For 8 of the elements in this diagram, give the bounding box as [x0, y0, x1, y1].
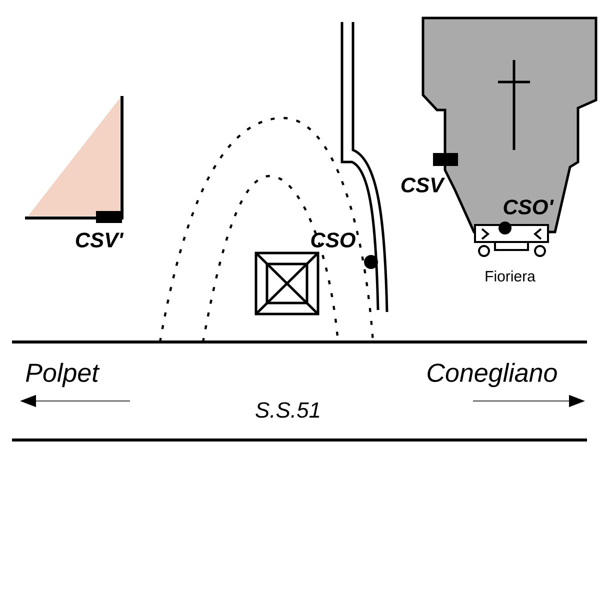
place-label: Conegliano — [428, 362, 557, 388]
place-label: Polpet — [26, 362, 100, 388]
place-label: Fioriera — [486, 270, 536, 282]
place-label: CSV — [401, 178, 446, 192]
place-label: CSV' — [76, 232, 124, 248]
place-label: CSO' — [504, 200, 554, 214]
place-label: CSO — [311, 232, 356, 248]
place-label: S.S.51 — [256, 402, 320, 418]
